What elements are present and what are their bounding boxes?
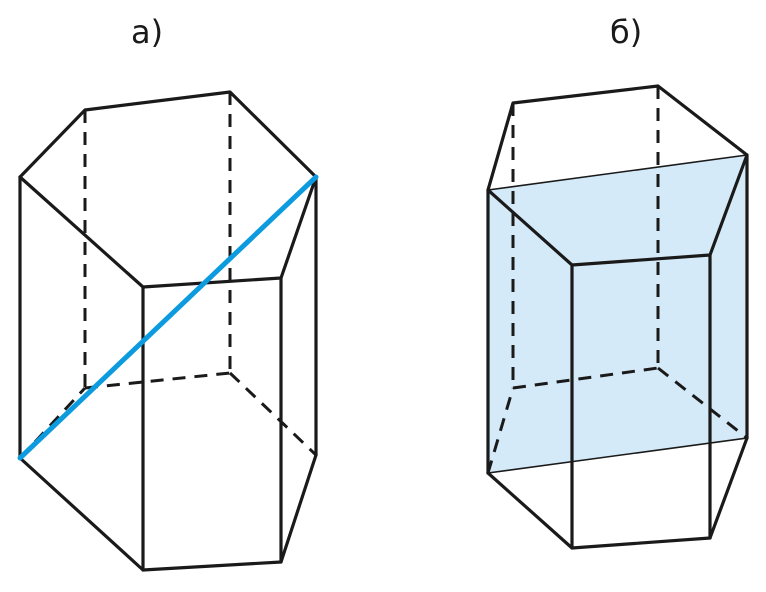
hidden-edge (18, 386, 87, 460)
hidden-edge (228, 371, 318, 457)
top-face (18, 90, 318, 289)
bottom-visible-edges (486, 436, 749, 550)
panel-b-label: б) (610, 13, 643, 51)
prism-a (17, 90, 319, 572)
diagonal-section (487, 154, 748, 474)
hidden-edge (486, 387, 515, 474)
hidden-edge (657, 366, 748, 440)
prism-a-hidden-edges (18, 92, 318, 460)
prism-b (486, 84, 749, 550)
hidden-edge (512, 366, 659, 390)
prism-a-visible-edges (18, 90, 318, 572)
bottom-visible-edges (18, 453, 318, 572)
prism-b-visible-edges (486, 84, 749, 550)
prism-diagonal (17, 174, 319, 461)
hidden-edge (84, 371, 231, 390)
prism-b-hidden-edges (486, 86, 748, 474)
panel-a-label: а) (131, 13, 164, 51)
